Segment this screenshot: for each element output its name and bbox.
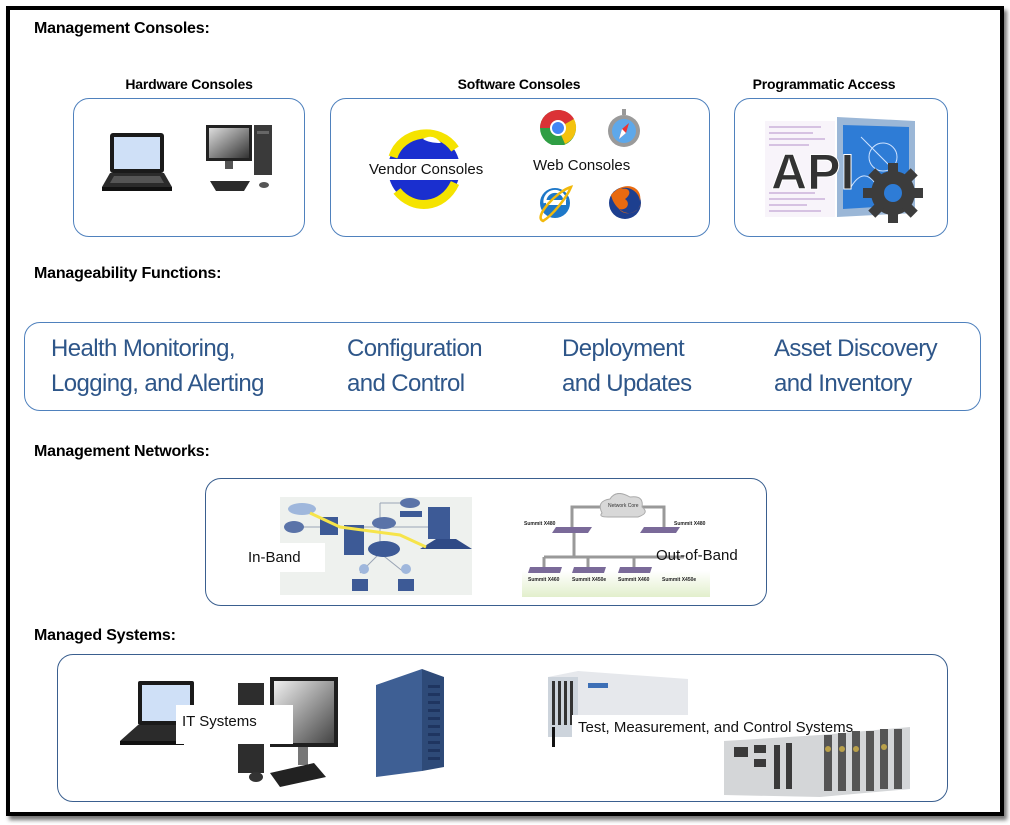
managed-systems-box: IT Systems Test, Measurement, and Contro… xyxy=(57,654,948,802)
switch-label: Summit X460 xyxy=(528,577,560,583)
switch-label: Summit X480 xyxy=(674,521,706,527)
function-line: and Control xyxy=(347,370,465,397)
function-line: Configuration xyxy=(347,335,483,362)
function-line: Logging, and Alerting xyxy=(51,370,265,397)
function-line: Asset Discovery xyxy=(774,335,938,362)
modular-controller-icon xyxy=(724,725,910,797)
hardware-consoles-title: Hardware Consoles xyxy=(125,76,253,92)
functions-box: Health Monitoring, Logging, and Alerting… xyxy=(24,322,981,411)
function-line: Health Monitoring, xyxy=(51,335,236,362)
desktop-computer-icon xyxy=(204,123,276,195)
switch-label: Summit X480 xyxy=(524,521,556,527)
function-health-monitoring: Health Monitoring, Logging, and Alerting xyxy=(51,331,265,401)
management-networks-title: Management Networks: xyxy=(34,443,210,460)
internet-explorer-icon xyxy=(537,181,575,223)
safari-icon xyxy=(607,109,641,147)
laptop-icon xyxy=(100,131,174,195)
function-configuration-control: Configuration and Control xyxy=(347,331,483,401)
hardware-consoles-box xyxy=(73,98,305,237)
chrome-icon xyxy=(539,109,577,145)
programmatic-access-box: API xyxy=(734,98,948,237)
management-consoles-title: Management Consoles: xyxy=(34,20,210,37)
function-line: Deployment xyxy=(562,335,685,362)
out-of-band-label: Out-of-Band xyxy=(656,547,738,564)
it-systems-label: IT Systems xyxy=(176,705,293,744)
out-of-band-network-diagram: Network Core Summit X480 Summit X480 Sum… xyxy=(522,493,710,597)
server-tower-icon xyxy=(372,667,448,779)
switch-label: Summit X460 xyxy=(618,577,650,583)
programmatic-access-title: Programmatic Access xyxy=(752,76,896,92)
function-deployment-updates: Deployment and Updates xyxy=(562,331,692,401)
function-asset-discovery: Asset Discovery and Inventory xyxy=(774,331,938,401)
manageability-functions-title: Manageability Functions: xyxy=(34,265,222,282)
in-band-label: In-Band xyxy=(242,543,325,572)
firefox-icon xyxy=(607,183,643,223)
switch-label: Summit X450e xyxy=(662,577,696,583)
function-line: and Updates xyxy=(562,370,692,397)
networks-box: In-Band Network Core Summit X480 Summit … xyxy=(205,478,767,606)
software-consoles-box: Vendor Consoles Web Consoles xyxy=(330,98,710,237)
web-consoles-label: Web Consoles xyxy=(533,157,631,174)
switch-label: Summit X450e xyxy=(572,577,606,583)
vendor-consoles-label: Vendor Consoles xyxy=(365,159,488,180)
api-gear-icon: API xyxy=(765,117,925,225)
software-consoles-title: Software Consoles xyxy=(457,76,581,92)
network-core-label: Network Core xyxy=(608,503,639,509)
api-text: API xyxy=(771,144,854,200)
managed-systems-title: Managed Systems: xyxy=(34,627,176,644)
function-line: and Inventory xyxy=(774,370,912,397)
